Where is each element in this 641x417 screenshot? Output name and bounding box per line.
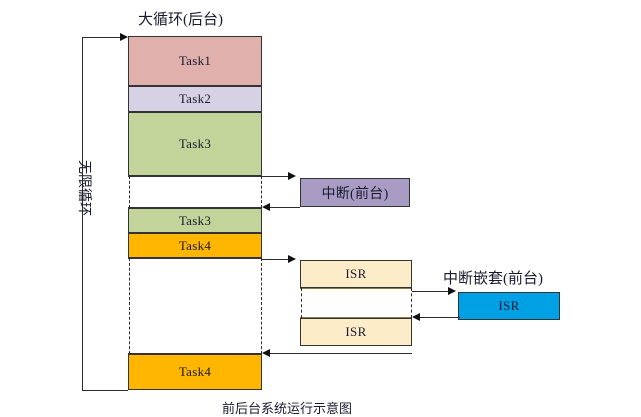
arrow-to-isr-head-icon: [288, 254, 296, 263]
isr-box-first[interactable]: ISR: [300, 260, 412, 288]
task-block-task2[interactable]: Task2: [128, 86, 262, 112]
arrow-to-isr-line: [262, 259, 294, 260]
arrow-to-nested-isr-head-icon: [448, 286, 456, 295]
loop-bracket-bottom-line: [82, 390, 128, 391]
diagram-canvas: 大循环(后台) 中断嵌套(前台) 无限循环 Task1 Task2 Task3 …: [76, 12, 560, 416]
isr-gap-preempted: [300, 288, 412, 318]
gap2-dashed-right: [261, 258, 262, 354]
task-gap-preempted-1: [128, 176, 262, 208]
loop-bracket-spine: [82, 37, 83, 391]
arrow-from-nested-isr-head-icon: [412, 312, 420, 321]
loop-arrow-head-icon: [120, 32, 128, 41]
loop-label: 无限循环: [76, 160, 91, 216]
task-block-task4-first[interactable]: Task4: [128, 233, 262, 258]
task-gap-preempted-2: [128, 258, 262, 354]
task-block-task3-resumed[interactable]: Task3: [128, 208, 262, 233]
arrow-from-nested-isr-line: [420, 317, 460, 318]
loop-bracket-top-line: [82, 37, 126, 38]
arrow-to-interrupt-head-icon: [288, 171, 296, 180]
task-block-task1[interactable]: Task1: [128, 36, 262, 86]
isr-box-second[interactable]: ISR: [300, 318, 412, 346]
interrupt-box[interactable]: 中断(前台): [300, 178, 410, 207]
title-nested-interrupt: 中断嵌套(前台): [443, 271, 543, 287]
gap1-dashed-right: [261, 176, 262, 208]
isr-gap-dashed-right: [411, 288, 412, 318]
arrow-to-nested-isr-line: [412, 291, 452, 292]
arrow-from-isr-line: [270, 353, 412, 354]
arrow-from-interrupt-head-icon: [262, 202, 270, 211]
gap2-dashed-left: [128, 258, 130, 354]
nested-isr-box[interactable]: ISR: [458, 292, 560, 320]
arrow-from-isr-head-icon: [262, 348, 270, 357]
gap1-dashed-left: [128, 176, 130, 208]
title-main-loop: 大循环(后台): [138, 12, 223, 28]
task-block-task3-first[interactable]: Task3: [128, 112, 262, 176]
figure-caption: 前后台系统运行示意图: [222, 401, 353, 416]
task-block-task4-resumed[interactable]: Task4: [128, 354, 262, 390]
arrow-to-interrupt-line: [262, 176, 294, 177]
arrow-from-interrupt-line: [270, 207, 300, 208]
isr-gap-dashed-left: [300, 288, 302, 318]
